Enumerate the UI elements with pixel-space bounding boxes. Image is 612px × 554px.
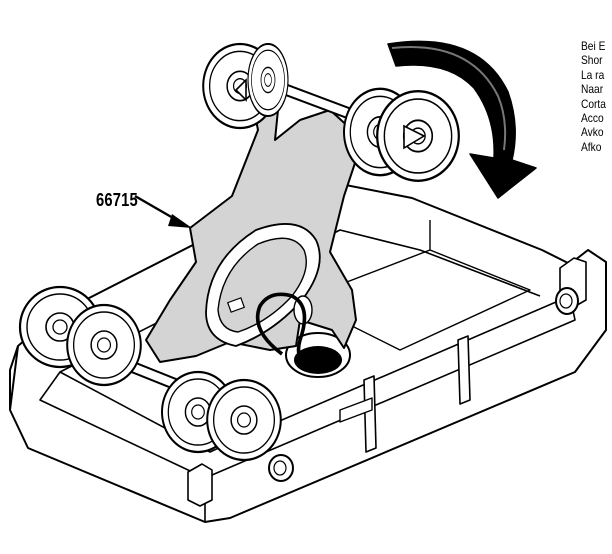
axle-pin-right — [555, 287, 579, 315]
instruction-line: Afko — [581, 139, 602, 154]
instruction-line: Acco — [581, 111, 604, 126]
instruction-line: Naar — [581, 82, 604, 97]
instruction-line: Corta — [581, 96, 606, 111]
axle-pin-left — [268, 454, 294, 482]
instruction-line: Bei E — [581, 39, 606, 53]
pointer-arrow-icon — [134, 194, 192, 228]
instruction-text-clipped: Bei E Shor La ra Naar Corta Acco Avko Af… — [581, 39, 612, 154]
part-number-label: 66715 — [96, 190, 138, 210]
front-wheelset — [18, 285, 282, 462]
instruction-line: Shor — [581, 53, 603, 68]
curved-arrow-clockwise-icon — [387, 40, 537, 199]
instruction-line: La ra — [581, 67, 605, 82]
rear-wheelset — [202, 42, 461, 183]
contact-wire — [255, 292, 314, 374]
instruction-line: Avko — [581, 125, 604, 140]
